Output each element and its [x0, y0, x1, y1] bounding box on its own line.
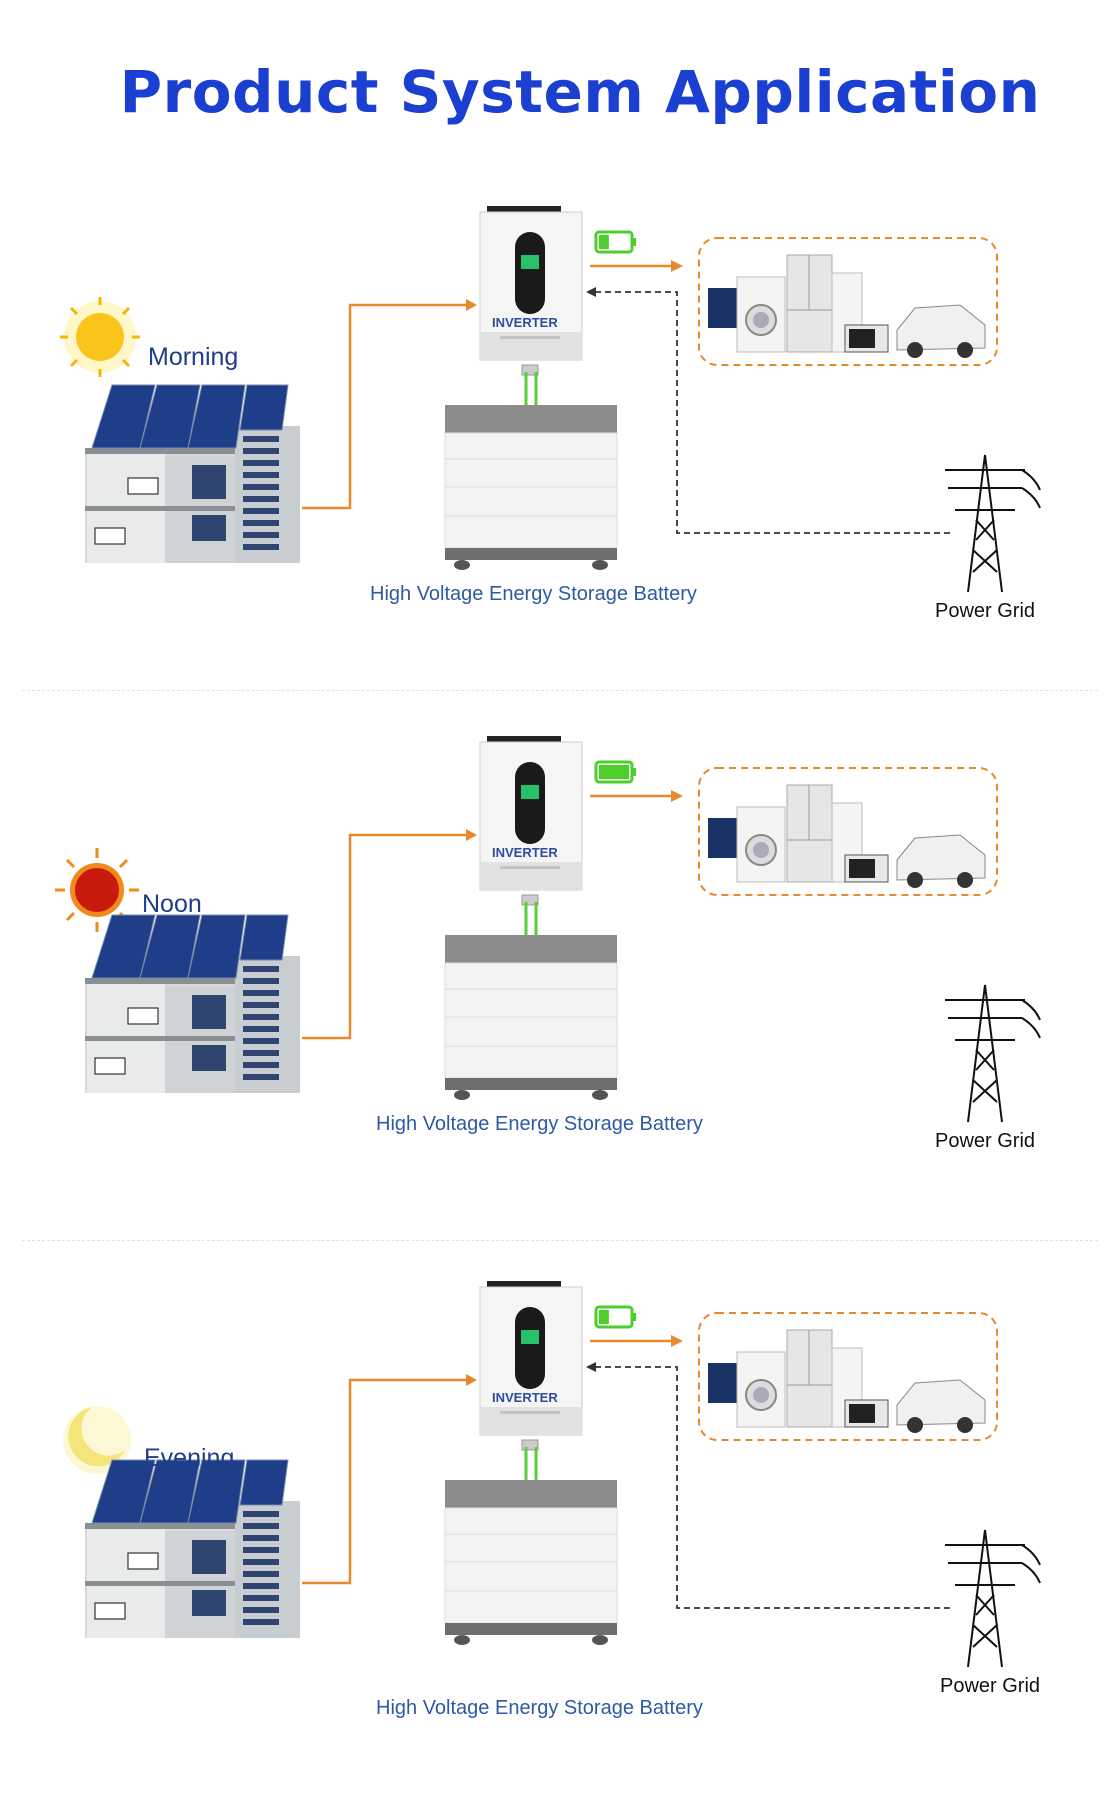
inverter-label: INVERTER: [492, 1390, 558, 1405]
battery-cable: [524, 372, 538, 405]
energy-storage-battery: [444, 935, 618, 1100]
section-divider: [22, 1240, 1098, 1241]
power-grid-tower-icon: [945, 984, 1041, 1123]
energy-storage-battery: [444, 1480, 618, 1645]
household-loads-box: [698, 767, 998, 896]
battery-charge-icon: [594, 760, 636, 784]
power-grid-tower-icon: [945, 1529, 1041, 1668]
section-noon: Noon INVERTER High Voltage Energy Storag…: [0, 690, 1120, 1250]
solar-house: [85, 384, 300, 563]
battery-caption: High Voltage Energy Storage Battery: [376, 1113, 703, 1135]
flow-diagram-noon: [55, 736, 1041, 1123]
solar-house: [85, 914, 300, 1093]
moon-icon: [63, 1406, 131, 1474]
solar-to-inverter-arrow: [302, 303, 470, 510]
power-grid-tower-icon: [945, 454, 1041, 593]
power-grid-caption: Power Grid: [940, 1675, 1041, 1697]
flow-diagram-evening: [63, 1281, 1041, 1668]
household-loads-box: [698, 1312, 998, 1441]
red-sun-icon: [55, 848, 139, 932]
inverter-device: [479, 736, 583, 906]
time-of-day-label: Noon: [142, 890, 202, 918]
battery-cable: [524, 902, 538, 935]
grid-supply-path: [586, 287, 950, 534]
section-divider: [22, 690, 1098, 691]
time-of-day-label: Morning: [148, 343, 239, 371]
solar-to-inverter-arrow: [302, 833, 470, 1040]
grid-supply-path: [586, 1362, 950, 1609]
inverter-device: [479, 206, 583, 376]
power-grid-caption: Power Grid: [935, 1130, 1036, 1152]
household-loads-box: [698, 237, 998, 366]
page-title: Product System Application: [119, 58, 1041, 126]
inverter-label: INVERTER: [492, 315, 558, 330]
battery-cable: [524, 1447, 538, 1480]
section-morning: Morning INVERTER High Voltage Energy Sto…: [0, 160, 1120, 720]
flow-diagram-morning: [60, 206, 1041, 593]
sun-icon: [60, 297, 140, 377]
battery-charge-icon: [594, 1305, 636, 1329]
solar-house: [85, 1459, 300, 1638]
battery-caption: High Voltage Energy Storage Battery: [370, 583, 697, 605]
battery-caption: High Voltage Energy Storage Battery: [376, 1697, 703, 1719]
power-grid-caption: Power Grid: [935, 600, 1036, 622]
inverter-device: [479, 1281, 583, 1451]
energy-storage-battery: [444, 405, 618, 570]
section-evening: Evening INVERTER High Voltage Energy Sto…: [0, 1235, 1120, 1795]
solar-to-inverter-arrow: [302, 1378, 470, 1585]
battery-charge-icon: [594, 230, 636, 254]
inverter-label: INVERTER: [492, 845, 558, 860]
time-of-day-label: Evening: [144, 1444, 235, 1472]
